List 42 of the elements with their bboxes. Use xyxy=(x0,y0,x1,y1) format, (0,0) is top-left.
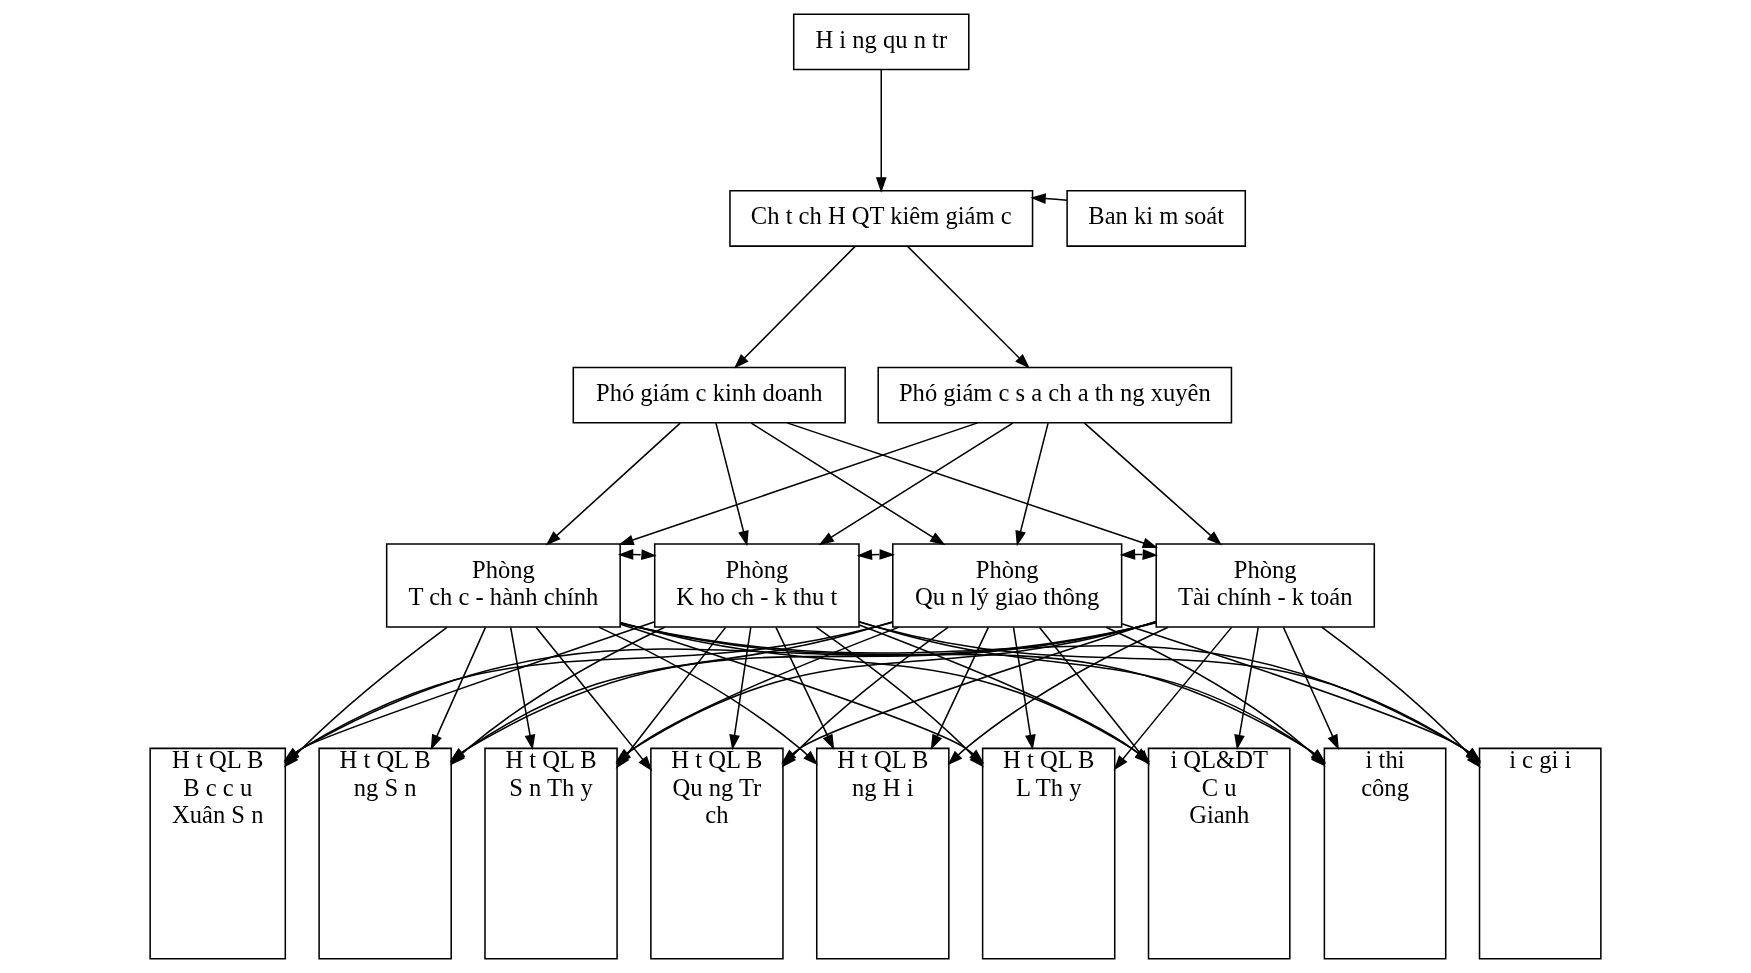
arrow xyxy=(1282,626,1339,750)
arrow xyxy=(906,245,1030,369)
arrow xyxy=(875,68,887,193)
node-box: H t QL B B c c u Xuân S n xyxy=(149,747,287,960)
node-box: i c gi i xyxy=(1478,747,1602,960)
node-box: H t QL B L Th y xyxy=(981,747,1116,960)
arrow xyxy=(818,422,1014,546)
node-box: i QL&DT C u Gianh xyxy=(1147,747,1291,960)
node-box: H t QL B ng S n xyxy=(318,747,452,960)
node-box: Phó giám c kinh doanh xyxy=(572,366,846,424)
arrow xyxy=(856,549,895,561)
arrow xyxy=(430,626,487,750)
arrow xyxy=(1012,626,1036,751)
arrow xyxy=(750,422,946,546)
arrow xyxy=(1113,626,1233,771)
arrow xyxy=(775,626,835,750)
arrow xyxy=(618,422,979,546)
arrow xyxy=(1083,422,1222,546)
node-box: Phòng Qu n lý giao thông xyxy=(892,543,1123,628)
arrow xyxy=(1030,193,1068,204)
arrow xyxy=(509,626,536,751)
node-box: Phòng Tài chính - k toán xyxy=(1155,543,1376,628)
node-box: i thi công xyxy=(1323,747,1447,960)
arrow xyxy=(1015,422,1049,547)
node-box: H t QL B S n Th y xyxy=(484,747,618,960)
node-box: Ban ki m soát xyxy=(1066,190,1247,247)
arrow xyxy=(729,626,752,751)
arrow xyxy=(786,422,1159,549)
arrow xyxy=(545,422,681,546)
node-box: Phòng T ch c - hành chính xyxy=(385,543,621,628)
node-box: Phòng K ho ch - k thu t xyxy=(653,543,860,628)
arrow xyxy=(1234,626,1259,751)
node-box: Ch t ch H QT kiêm giám c xyxy=(729,190,1034,247)
node-box: H t QL B ng H i xyxy=(816,747,950,960)
node-box: H t QL B Qu ng Tr ch xyxy=(650,747,784,960)
arrow xyxy=(733,245,856,369)
arrow xyxy=(1119,549,1158,560)
arrow xyxy=(715,422,749,547)
arrow xyxy=(617,549,657,561)
arrow xyxy=(930,626,990,750)
node-box: Phó giám c s a ch a th ng xuyên xyxy=(877,366,1233,424)
node-box: H i ng qu n tr xyxy=(792,13,970,71)
